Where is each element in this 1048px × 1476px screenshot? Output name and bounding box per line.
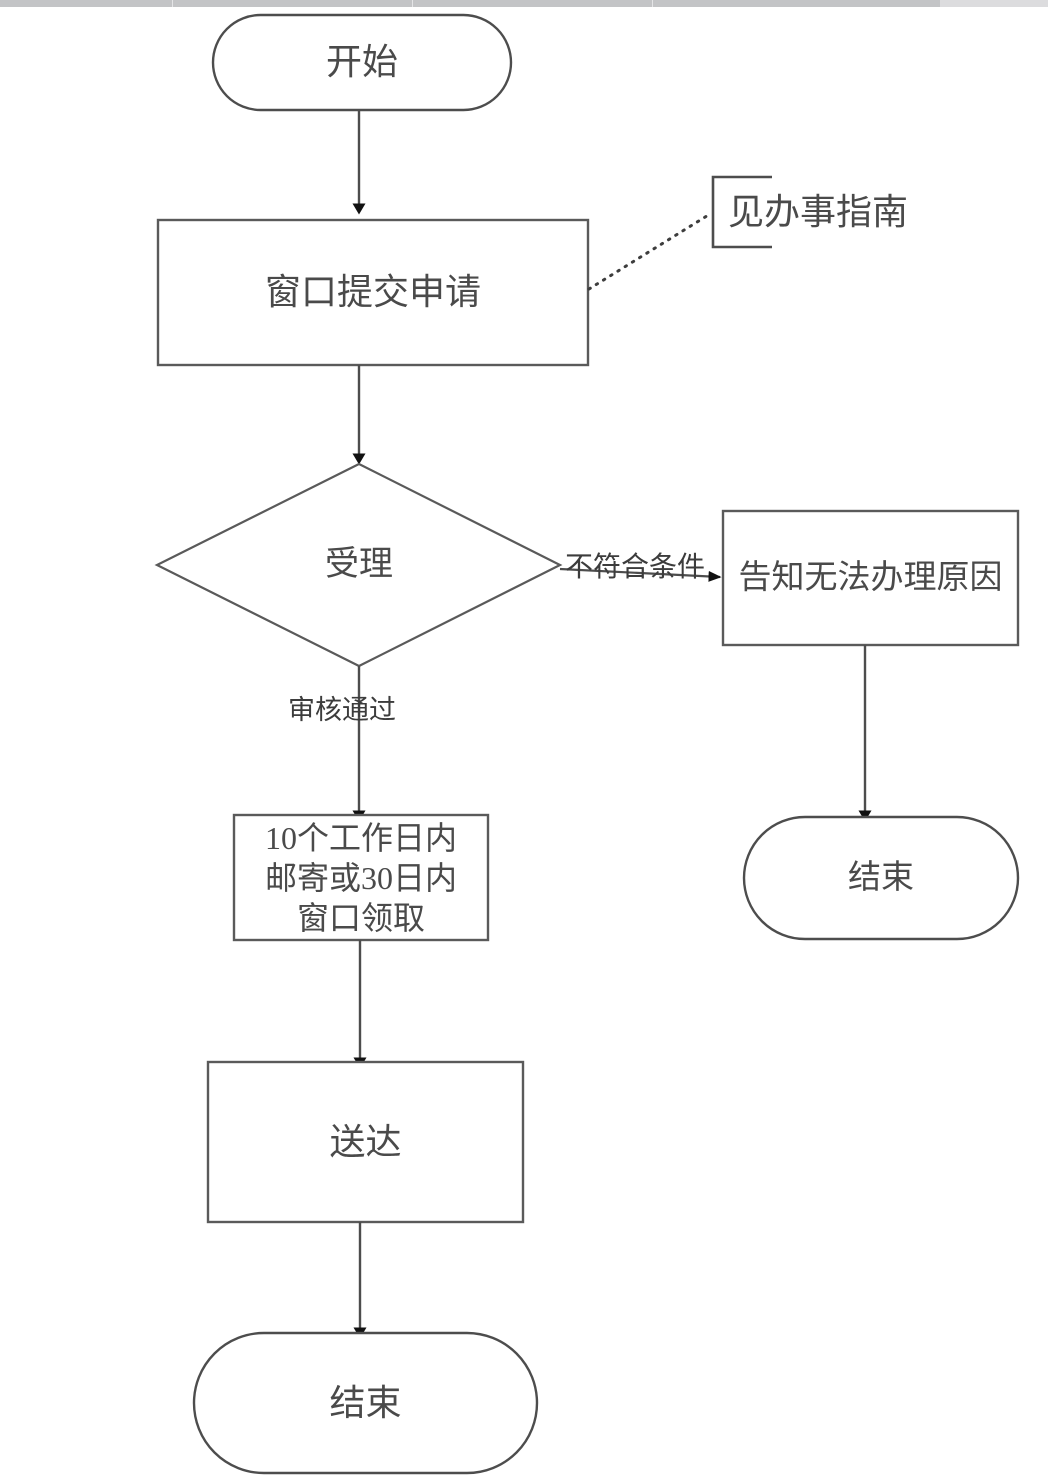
edge-label-approved: 审核通过 <box>288 695 396 725</box>
edge-decision-to-reject <box>559 567 722 582</box>
node-submit-application[interactable] <box>156 218 590 367</box>
node-inform-rejection-reason[interactable] <box>721 509 1020 647</box>
node-note-bracket <box>711 175 772 249</box>
node-end-right[interactable] <box>742 815 1020 941</box>
node-start[interactable] <box>211 13 513 112</box>
top-toolbar-strip <box>0 0 1048 7</box>
toolbar-divider-2 <box>412 0 413 7</box>
toolbar-divider-1 <box>172 0 173 7</box>
node-served[interactable] <box>206 1060 525 1224</box>
toolbar-right-segment <box>940 0 1048 7</box>
toolbar-divider-3 <box>652 0 653 7</box>
node-end-bottom[interactable] <box>192 1331 539 1475</box>
node-delivery-window[interactable] <box>232 813 490 942</box>
edge-label-not-qualified: 不符合条件 <box>565 552 706 583</box>
node-decision-accept[interactable] <box>154 462 563 668</box>
edge-submit-to-note <box>587 212 712 291</box>
